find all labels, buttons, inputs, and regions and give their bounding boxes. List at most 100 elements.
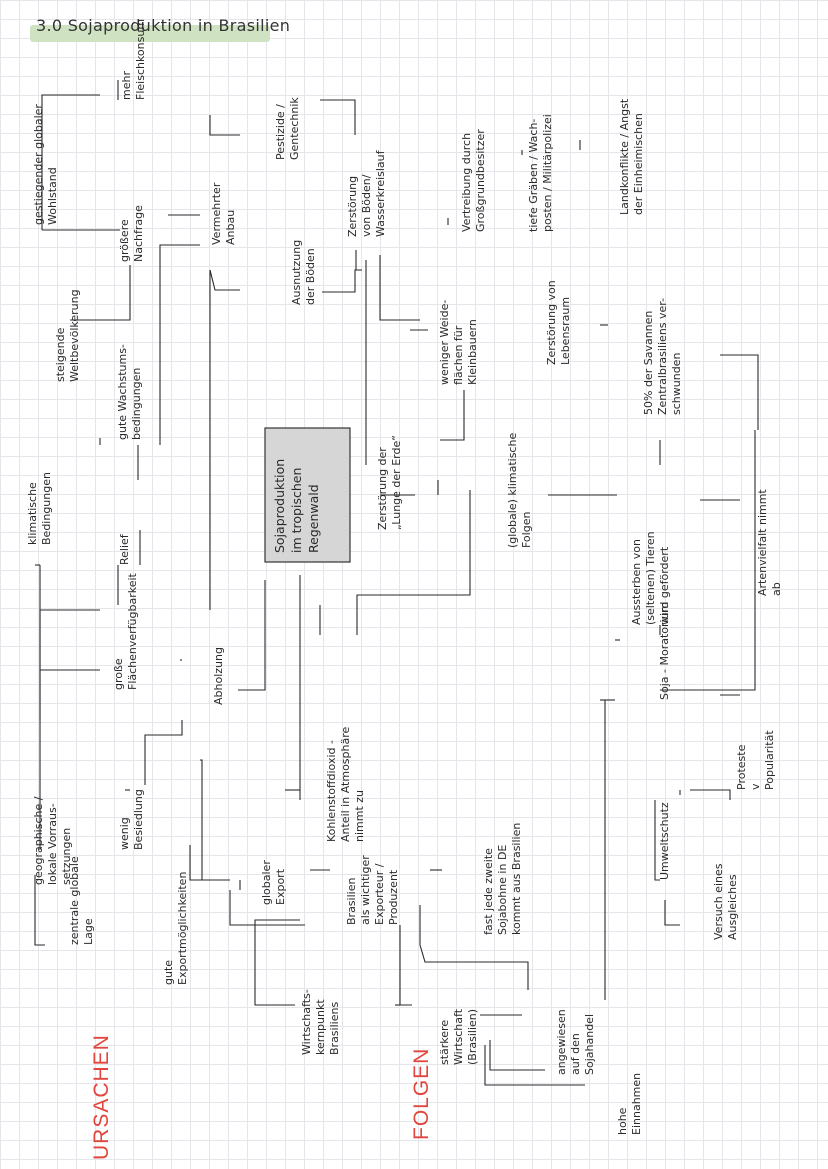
- node-wenig-line: Besiedlung: [132, 789, 145, 850]
- title-highlight: [30, 25, 270, 42]
- node-tiefe: tiefe Gräben / Wach-posten / Militärpoli…: [527, 114, 554, 232]
- connector-line: [489, 1040, 545, 1071]
- node-versuch-line: Ausgleiches: [726, 874, 739, 940]
- node-proteste-line: Proteste: [735, 744, 748, 790]
- node-gute_wachstum: gute Wachstums-bedingungen: [116, 344, 143, 440]
- node-anbau-line: Anbau: [224, 210, 237, 245]
- node-umwelt: Umweltschutz: [658, 802, 671, 880]
- connector-line: [70, 265, 131, 321]
- connector-line: [690, 789, 731, 800]
- connector-line: [440, 390, 465, 441]
- node-tiefe-line: posten / Militärpolizei: [541, 114, 554, 232]
- node-globaler_export-line: globaler: [260, 860, 273, 905]
- central-box: [264, 427, 351, 563]
- node-anbau-line: Vermehrter: [210, 182, 223, 245]
- node-zerstoerung_boden-line: von Böden/: [360, 174, 373, 237]
- node-gute_wachstum-line: bedingungen: [130, 368, 143, 440]
- node-geo-line: setzungen: [60, 828, 73, 885]
- node-umwelt-line: Umweltschutz: [658, 802, 671, 880]
- node-lunge-line: „Lunge der Erde“: [390, 435, 403, 530]
- node-brasilien-line: Brasilien: [345, 878, 358, 925]
- node-vertreibung-line: Vertreibung durch: [460, 133, 473, 232]
- connectors: [34, 80, 759, 1086]
- node-weniger-line: weniger Weide-: [438, 300, 451, 385]
- node-relief: Relief: [118, 533, 131, 565]
- node-lebensraum-line: Zerstörung von: [545, 280, 558, 365]
- node-moratorium-line: Soja - Moratorium: [658, 602, 671, 700]
- node-grosse-line: große: [112, 658, 125, 690]
- connector-line: [320, 99, 356, 135]
- node-groessere-line: Nachfrage: [132, 205, 145, 262]
- node-weniger-line: flächen für: [452, 325, 465, 385]
- connector-line: [238, 580, 266, 691]
- node-wohlstand-line: Wohlstand: [46, 167, 59, 225]
- node-gute_export-line: gute: [162, 960, 175, 985]
- node-wirtschaft-line: Wirtschafts-: [300, 989, 313, 1055]
- node-tiefe-line: tiefe Gräben / Wach-: [527, 119, 540, 232]
- node-staerkere-line: Wirtschaft: [452, 1008, 465, 1065]
- node-pestizide: Pestizide /Gentechnik: [274, 97, 301, 160]
- node-wirtschaft-line: Brasiliens: [328, 1002, 341, 1055]
- connector-line: [39, 609, 100, 670]
- node-lunge: Zerstörung der„Lunge der Erde“: [376, 435, 403, 530]
- node-ausnutzung-line: Ausnutzung: [290, 240, 303, 305]
- node-landkonflikt-line: Landkonflikte / Angst: [618, 98, 631, 215]
- node-fast-line: fast jede zweite: [482, 848, 495, 935]
- connector-line: [660, 625, 756, 691]
- node-geo-line: geographische /: [32, 796, 45, 885]
- node-mehr-line: Fleischkonsum: [134, 19, 147, 100]
- node-pestizide-line: Pestizide /: [274, 104, 287, 160]
- node-fast-line: Sojabohne in DE: [496, 845, 509, 935]
- connector-line: [144, 720, 183, 785]
- connector-line: [34, 875, 45, 946]
- connector-line: [654, 800, 660, 881]
- node-steigende-line: Weltbevölkerung: [68, 289, 81, 382]
- node-fast-line: kommt aus Brasilien: [510, 823, 523, 935]
- node-gute_wachstum-line: gute Wachstums-: [116, 344, 129, 440]
- node-klima-line: Bedingungen: [40, 472, 53, 545]
- node-aussterben-line: (seltenen) Tieren: [644, 531, 657, 625]
- node-klimafolgen-line: Folgen: [520, 512, 533, 548]
- node-zentrale-line: zentrale globale: [68, 856, 81, 945]
- node-wenig-line: wenig: [118, 817, 131, 850]
- node-savannen-line: schwunden: [670, 353, 683, 415]
- section-label-causes: URSACHEN: [90, 1034, 113, 1160]
- connector-line: [379, 255, 420, 321]
- node-savannen-line: Zentralbrasiliens ver-: [656, 298, 669, 415]
- node-geo: geographische /lokale Vorraus-setzungen: [32, 796, 73, 885]
- node-proteste-line: Popularität: [763, 730, 776, 790]
- central-label-line: Sojaproduktion: [272, 459, 287, 553]
- node-steigende-line: steigende: [54, 327, 67, 382]
- node-geo-line: lokale Vorraus-: [46, 803, 59, 885]
- node-brasilien-line: als wichtiger: [359, 855, 372, 925]
- node-brasilien-line: Produzent: [387, 869, 400, 925]
- connector-line: [209, 115, 240, 136]
- page-title-container: 3.0 Sojaproduktion in Brasilien: [30, 16, 290, 44]
- node-staerkere-line: (Brasilien): [466, 1009, 479, 1065]
- node-landkonflikt-line: der Einheimischen: [632, 113, 645, 215]
